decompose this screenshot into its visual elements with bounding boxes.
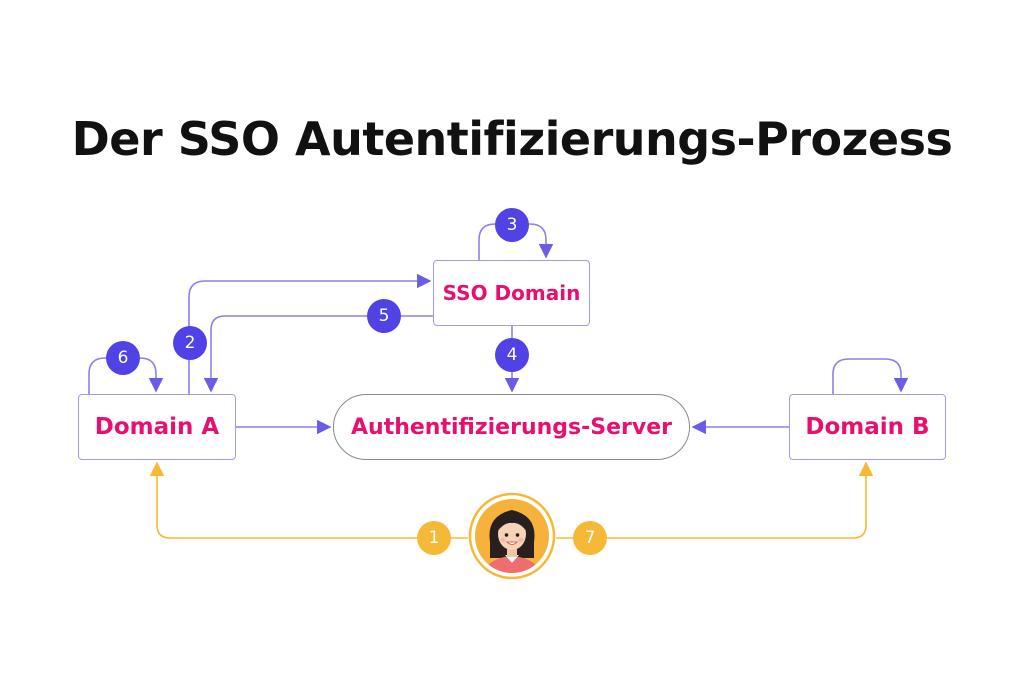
node-domain-b: Domain B	[789, 394, 946, 460]
connector-step-5	[203, 315, 433, 393]
step-badge-3: 3	[495, 208, 529, 242]
connector-step-2	[188, 273, 432, 394]
step-badge-7: 7	[573, 521, 607, 555]
node-sso-domain: SSO Domain	[433, 260, 590, 326]
connector-domain-b-loop	[832, 358, 909, 394]
step-badge-4: 4	[495, 338, 529, 372]
page-title: Der SSO Autentifizierungs-Prozess	[71, 112, 953, 166]
step-badge-5: 5	[367, 299, 401, 333]
node-auth-server: Authentifizierungs-Server	[333, 394, 690, 460]
node-domain-a: Domain A	[78, 394, 236, 460]
user-avatar-icon	[468, 492, 556, 580]
connector-step-1	[149, 461, 468, 539]
connector-step-7	[556, 461, 874, 539]
step-badge-2: 2	[173, 326, 207, 360]
step-badge-1: 1	[417, 521, 451, 555]
step-badge-6: 6	[106, 341, 140, 375]
